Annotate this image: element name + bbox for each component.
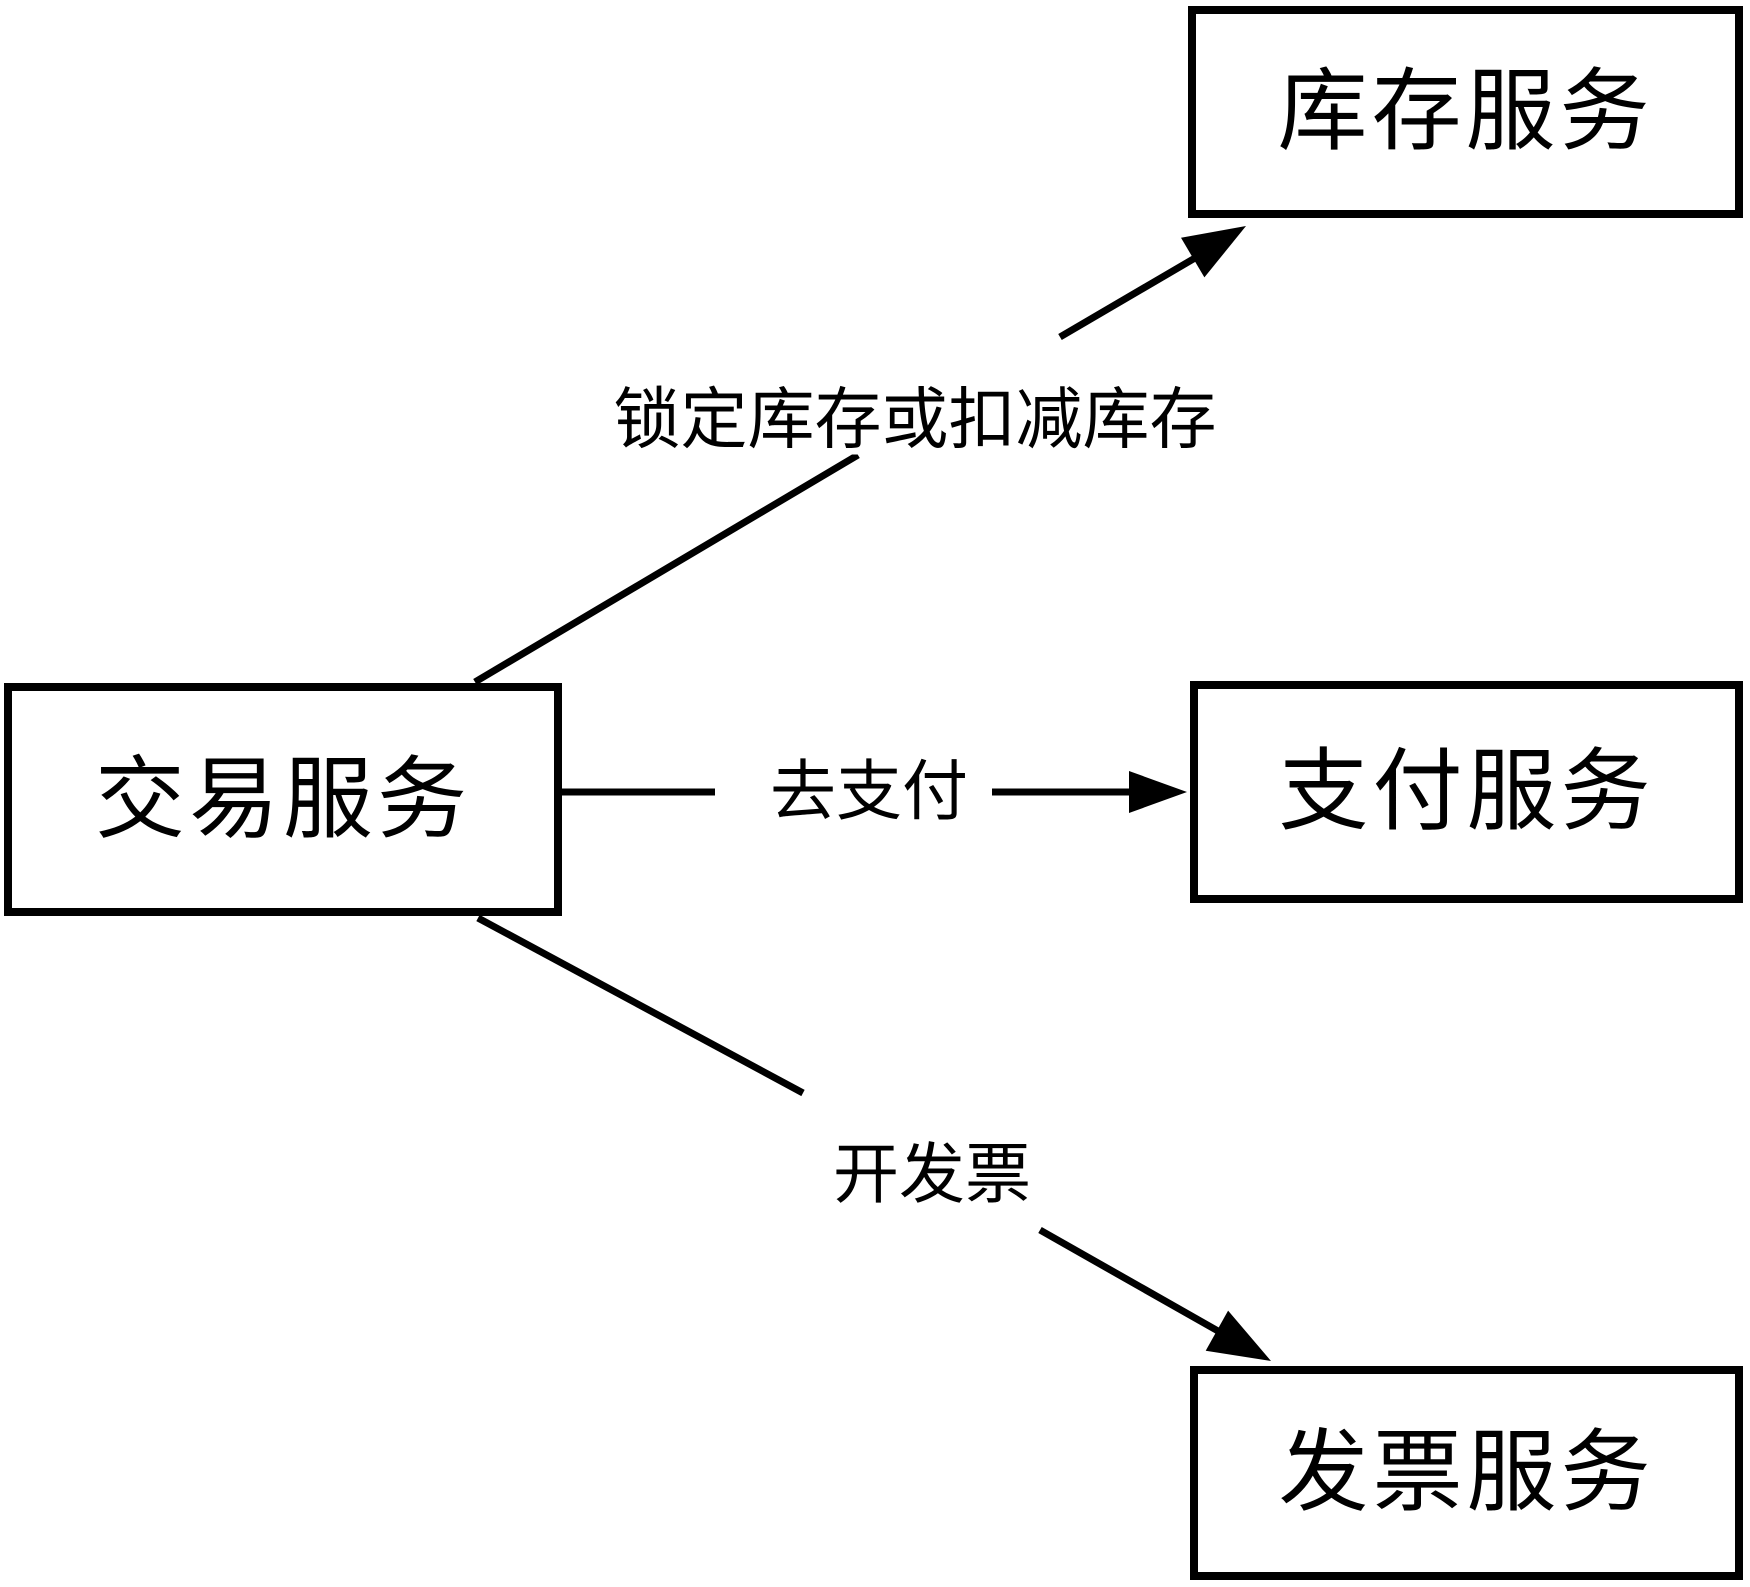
edge-label-issue-invoice: 开发票 <box>833 1139 1031 1212</box>
arrowhead-icon <box>1205 1310 1271 1361</box>
node-trade-service: 交易服务 <box>4 683 562 916</box>
node-payment-service: 支付服务 <box>1190 681 1743 903</box>
node-invoice-service-label: 发票服务 <box>1278 1423 1655 1523</box>
arrowhead-icon <box>1129 771 1187 813</box>
edge-invoice-line-end <box>1038 1226 1220 1335</box>
edge-invoice-line-start <box>476 914 805 1097</box>
node-invoice-service: 发票服务 <box>1190 1366 1743 1580</box>
node-payment-service-label: 支付服务 <box>1278 742 1655 842</box>
edge-label-go-pay: 去支付 <box>770 756 968 829</box>
arrowhead-icon <box>1181 226 1246 278</box>
edge-label-lock-or-deduct-inventory: 锁定库存或扣减库存 <box>613 383 1217 458</box>
edge-lock-inventory-line-end <box>1058 254 1197 341</box>
edge-lock-inventory-line-start <box>473 451 860 686</box>
node-trade-service-label: 交易服务 <box>95 749 471 850</box>
node-inventory-service-label: 库存服务 <box>1277 62 1654 162</box>
node-inventory-service: 库存服务 <box>1188 6 1743 218</box>
